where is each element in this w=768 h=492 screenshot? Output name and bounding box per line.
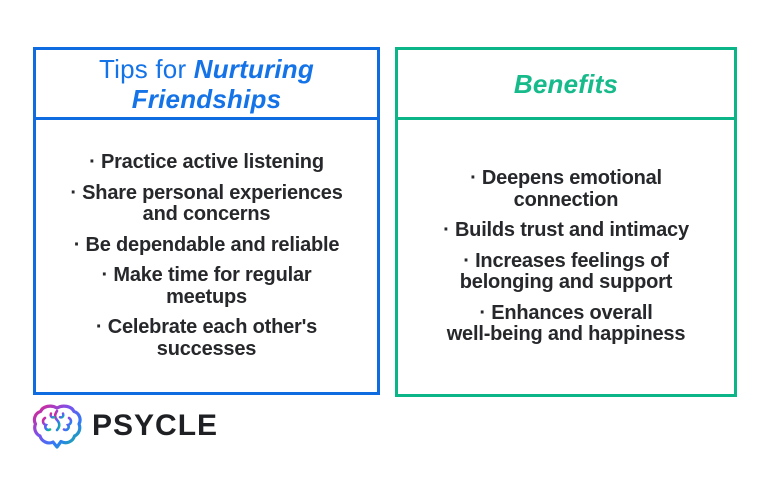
tips-list: · Practice active listening · Share perso… — [36, 120, 377, 392]
tips-panel-title: Tips for Nurturing Friendships — [36, 54, 377, 114]
list-item: · Increases feelings of belonging and su… — [459, 249, 673, 294]
benefits-panel-title: Benefits — [496, 69, 636, 99]
benefits-title-emphasis: Benefits — [513, 68, 619, 99]
list-item: · Celebrate each other's successes — [95, 316, 318, 360]
tips-title-emphasis: Nurturing Friendships — [131, 53, 314, 114]
tips-panel-header: Tips for Nurturing Friendships — [36, 50, 377, 120]
list-item: · Deepens emotional connection — [470, 167, 662, 211]
list-item: · Be dependable and reliable — [73, 233, 340, 256]
list-item: · Builds trust and intimacy — [443, 219, 689, 242]
list-item: · Share personal experiences and concern… — [70, 181, 343, 225]
list-item: · Enhances overall well-being and happin… — [446, 301, 686, 346]
tips-title-prefix: Tips for — [99, 53, 194, 84]
brand-name: PSYCLE — [92, 409, 219, 442]
benefits-panel-header: Benefits — [398, 50, 734, 120]
tips-panel: Tips for Nurturing Friendships · Practic… — [33, 47, 380, 395]
list-item: · Practice active listening — [89, 151, 324, 173]
brand-logo: PSYCLE — [31, 403, 218, 449]
benefits-panel: Benefits · Deepens emotional connection·… — [395, 47, 737, 397]
brain-speech-bubble-icon — [32, 404, 82, 449]
benefits-list: · Deepens emotional connection · Builds t… — [398, 120, 734, 394]
list-item: · Make time for regular meetups — [101, 264, 312, 308]
